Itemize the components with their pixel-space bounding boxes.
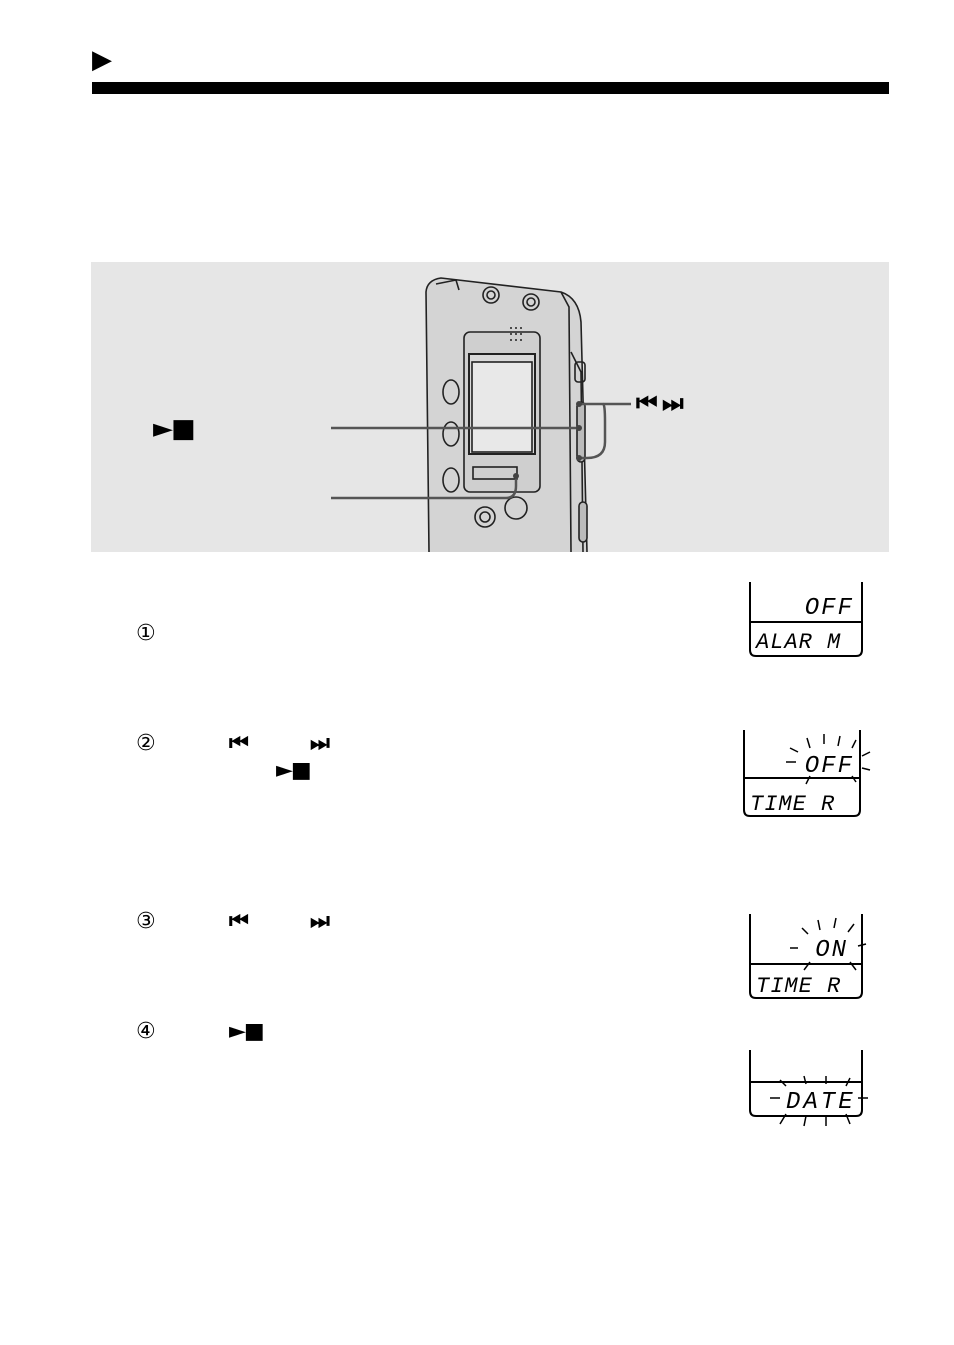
lcd-display: OFF TIME R <box>743 730 871 817</box>
rewind-icon: ⏮ <box>229 731 249 756</box>
lcd-display: OFF ALAR M <box>749 582 863 657</box>
skip-buttons-label: ⏮ ⏭ <box>636 389 684 417</box>
lcd-bottom-text: TIME R <box>750 792 835 817</box>
recorder-illustration <box>331 277 631 552</box>
step-number: ② <box>136 731 156 756</box>
header-rule <box>92 82 889 94</box>
blink-marks <box>770 1075 868 1127</box>
step-number: ① <box>136 621 156 646</box>
lcd-bottom-text: TIME R <box>756 974 841 999</box>
fast-forward-icon: ⏭ <box>310 909 330 934</box>
lcd-top-text: OFF <box>805 595 854 622</box>
play-stop-label: ►■ <box>153 414 196 444</box>
lcd-top-text: OFF <box>805 753 854 780</box>
illustration-panel: ►■ ⏮ ⏭ <box>91 262 889 552</box>
lcd-top-text: ON <box>815 937 848 964</box>
step-number: ④ <box>136 1019 156 1044</box>
section-marker-arrow: ▶ <box>92 44 112 74</box>
rewind-icon: ⏮ <box>229 909 249 934</box>
step-number: ③ <box>136 909 156 934</box>
lcd-display: DATE <box>749 1050 868 1127</box>
play-stop-icon: ►■ <box>276 758 312 783</box>
fast-forward-icon: ⏭ <box>310 731 330 756</box>
lcd-bottom-text: ALAR M <box>754 630 841 655</box>
blink-marks <box>786 734 871 785</box>
blink-marks <box>790 917 867 971</box>
lcd-display: ON TIME R <box>749 914 867 999</box>
play-stop-icon: ►■ <box>229 1019 265 1044</box>
lcd-bottom-text: DATE <box>786 1089 856 1116</box>
